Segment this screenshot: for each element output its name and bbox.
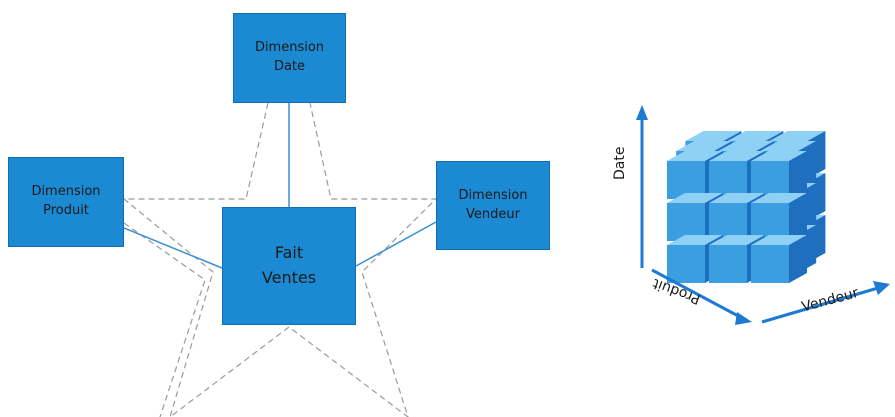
dimension-produit-box: Dimension Produit xyxy=(8,157,124,247)
dimension-date-line2: Date xyxy=(273,59,306,74)
cube-block-side xyxy=(789,151,807,199)
axis-vendeur-arrow xyxy=(873,281,890,295)
dimension-produit-line1: Dimension xyxy=(31,184,101,200)
cube-block-top xyxy=(676,141,733,151)
cube-block-top xyxy=(667,151,723,161)
dimension-vendeur-line1: Dimension xyxy=(458,187,528,203)
cube-block-top xyxy=(718,141,775,151)
dimension-vendeur-box: Dimension Vendeur xyxy=(436,161,550,250)
olap-cube xyxy=(667,131,826,283)
dimension-vendeur-line2: Vendeur xyxy=(466,206,520,222)
cube-block-front xyxy=(709,161,747,199)
cube-block-top xyxy=(769,131,826,141)
cube-block-top xyxy=(685,131,742,141)
cube-block-top xyxy=(727,131,784,141)
cube-block-side xyxy=(789,193,807,241)
cube-block xyxy=(751,235,807,283)
cube-block xyxy=(751,151,807,199)
cube-block-top xyxy=(751,193,807,203)
cube-block-top xyxy=(667,235,723,245)
fact-ventes-box: Fait Ventes xyxy=(222,207,356,325)
star-outline-inner xyxy=(123,222,206,417)
cube-block-front xyxy=(667,245,705,283)
fact-line1: Fait xyxy=(274,243,304,263)
cube-block-top xyxy=(667,193,723,203)
connector-vendeur xyxy=(355,221,437,267)
dimension-produit-line2: Produit xyxy=(43,203,89,218)
cube-block-front xyxy=(709,203,747,241)
dimension-date-line1: Dimension xyxy=(254,40,325,56)
axis-vendeur-line xyxy=(761,286,879,324)
cube-block-top xyxy=(751,151,807,161)
axis-produit-arrow xyxy=(735,312,752,325)
cube-block xyxy=(751,193,807,241)
dimension-date-box: Dimension Date xyxy=(233,13,346,103)
cube-block-top xyxy=(709,151,765,161)
cube-block-top xyxy=(760,141,817,151)
cube-block-front xyxy=(751,203,789,241)
cube-block-front xyxy=(667,161,705,199)
fact-line2: Ventes xyxy=(261,268,317,287)
cube-block-front xyxy=(751,245,789,283)
cube-block-front xyxy=(667,203,705,241)
cube-block-front xyxy=(709,245,747,283)
cube-block-side xyxy=(789,235,807,283)
cube-axes xyxy=(636,105,890,325)
cube-block-top xyxy=(709,235,765,245)
cube-block-front xyxy=(751,161,789,199)
cube-block-top xyxy=(751,235,807,245)
axis-produit-line xyxy=(651,268,743,320)
axis-date-arrow xyxy=(636,105,648,120)
axis-date-label: Date xyxy=(612,146,628,180)
cube-block-top xyxy=(709,193,765,203)
connector-produit xyxy=(123,227,223,269)
